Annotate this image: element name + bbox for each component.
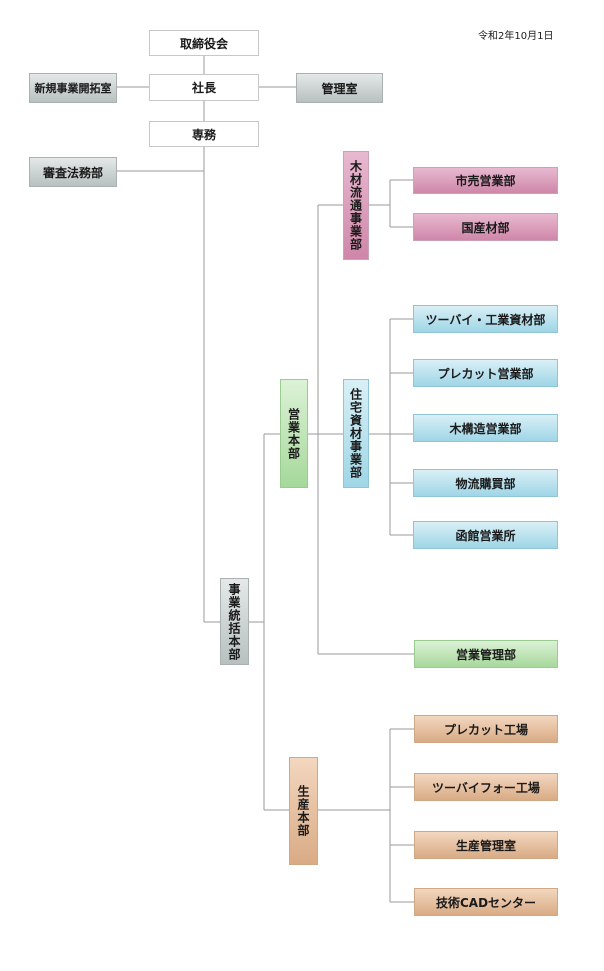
logistics-purchasing-dept-box: 物流購買部 xyxy=(413,469,558,497)
sales-control-dept-box: 営業管理部 xyxy=(414,640,558,668)
twobyfour-factory-box: ツーバイフォー工場 xyxy=(414,773,558,801)
twobyfour-materials-dept-box: ツーバイ・工業資材部 xyxy=(413,305,558,333)
board-box: 取締役会 xyxy=(149,30,259,56)
precut-factory-box: プレカット工場 xyxy=(414,715,558,743)
senmu-box: 専務 xyxy=(149,121,259,147)
new-business-office-box: 新規事業開拓室 xyxy=(29,73,117,103)
president-box: 社長 xyxy=(149,74,259,101)
production-hq-box: 生産本部 xyxy=(289,757,318,865)
domestic-timber-dept-box: 国産材部 xyxy=(413,213,558,241)
city-sales-dept-box: 市売営業部 xyxy=(413,167,558,194)
hakodate-office-box: 函館営業所 xyxy=(413,521,558,549)
precut-sales-dept-box: プレカット営業部 xyxy=(413,359,558,387)
legal-dept-box: 審査法務部 xyxy=(29,157,117,187)
production-control-office-box: 生産管理室 xyxy=(414,831,558,859)
effective-date: 令和2年10月1日 xyxy=(478,31,554,42)
wood-structure-sales-dept-box: 木構造営業部 xyxy=(413,414,558,442)
cad-center-box: 技術CADセンター xyxy=(414,888,558,916)
management-office-box: 管理室 xyxy=(296,73,383,103)
timber-division-box: 木材流通事業部 xyxy=(343,151,369,260)
business-hq-box: 事業統括本部 xyxy=(220,578,249,665)
housing-materials-division-box: 住宅資材事業部 xyxy=(343,379,369,488)
sales-hq-box: 営業本部 xyxy=(280,379,308,488)
